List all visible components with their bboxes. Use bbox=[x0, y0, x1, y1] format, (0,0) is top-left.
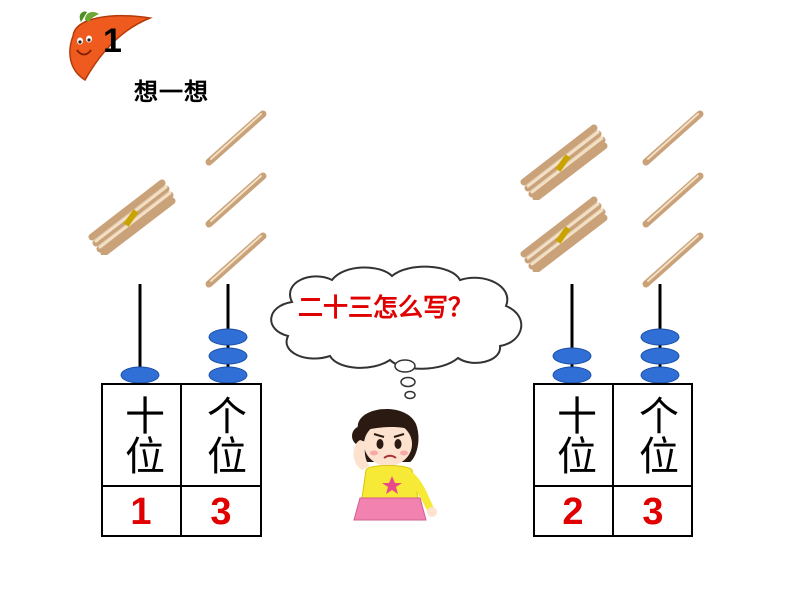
ones-place-label: 个位 bbox=[200, 395, 246, 475]
ones-digit: 3 bbox=[642, 491, 664, 533]
carrot-badge-icon bbox=[69, 11, 153, 82]
abacus-divider-vertical bbox=[180, 385, 182, 535]
bead bbox=[640, 347, 680, 365]
single-stick-icon bbox=[205, 232, 267, 288]
badge-number: 1 bbox=[103, 22, 122, 60]
stick-bundle-icon bbox=[88, 179, 176, 255]
abacus-left-rods bbox=[120, 284, 248, 384]
tens-digit: 1 bbox=[130, 491, 152, 533]
abacus-right-rods bbox=[552, 284, 680, 384]
abacus-divider-horizontal bbox=[103, 485, 260, 487]
bead bbox=[640, 366, 680, 384]
tens-place-label: 十位 bbox=[550, 395, 596, 475]
bead bbox=[208, 347, 248, 365]
abacus-left: 十位 个位 1 3 bbox=[101, 383, 262, 537]
tens-digit: 2 bbox=[562, 491, 584, 533]
single-stick-icon bbox=[642, 172, 704, 228]
bead bbox=[120, 366, 160, 384]
tens-place-label: 十位 bbox=[118, 395, 164, 475]
stick-bundle-icon bbox=[520, 196, 608, 272]
bead bbox=[552, 347, 592, 365]
single-stick-icon bbox=[205, 110, 267, 166]
single-stick-icon bbox=[642, 110, 704, 166]
abacus-divider-vertical bbox=[612, 385, 614, 535]
abacus-right: 十位 个位 2 3 bbox=[533, 383, 693, 537]
thinking-girl-illustration bbox=[352, 408, 437, 521]
page-title: 想一想 bbox=[134, 78, 209, 106]
abacus-divider-horizontal bbox=[535, 485, 691, 487]
bead bbox=[208, 328, 248, 346]
stick-bundle-icon bbox=[520, 124, 608, 200]
single-stick-icon bbox=[205, 172, 267, 228]
bead bbox=[552, 366, 592, 384]
single-stick-icon bbox=[642, 232, 704, 288]
bead bbox=[208, 366, 248, 384]
ones-place-label: 个位 bbox=[632, 395, 678, 475]
thought-bubble-text: 二十三怎么写？ bbox=[298, 293, 474, 322]
bead bbox=[640, 328, 680, 346]
thought-cloud bbox=[270, 265, 523, 400]
ones-digit: 3 bbox=[210, 491, 232, 533]
